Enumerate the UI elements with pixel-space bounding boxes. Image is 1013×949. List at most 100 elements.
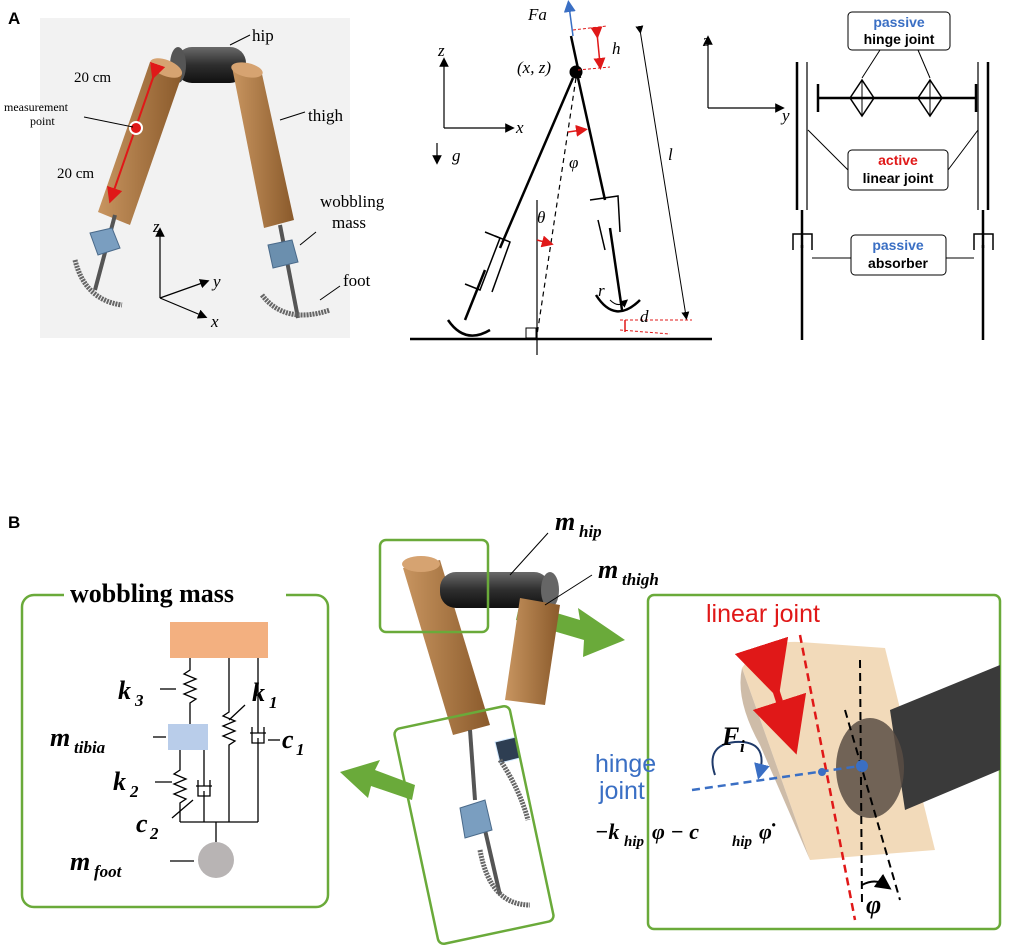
panel-b-letter: B xyxy=(8,513,20,532)
theta-angle-label: θ xyxy=(537,208,545,227)
svg-text:2: 2 xyxy=(129,782,139,801)
svg-text:c: c xyxy=(136,809,148,838)
wobbling-label-1: wobbling xyxy=(320,192,385,211)
foot-offset-label: d xyxy=(640,307,649,326)
measurement-label-1: measurement xyxy=(4,100,69,114)
svg-text:2: 2 xyxy=(149,824,159,843)
svg-text:hip: hip xyxy=(579,522,602,541)
force-fi-arrow xyxy=(734,636,807,755)
phi-angle-label: φ xyxy=(569,153,578,172)
joint-detail-panel xyxy=(646,593,1002,931)
hinge-joint-box xyxy=(847,11,951,51)
m-tibia-label: m tibia xyxy=(50,723,106,757)
left-leg-upper xyxy=(498,77,575,249)
hinge-kw: passive xyxy=(873,14,925,30)
detail-hip-cylinder xyxy=(890,665,1000,810)
right-foot xyxy=(260,293,331,318)
absorber-box xyxy=(850,234,947,276)
center-wobbling-mass xyxy=(459,799,493,839)
center-right-thigh xyxy=(505,598,560,705)
wobbling-label-2: mass xyxy=(332,213,366,232)
leg-length-label: l xyxy=(668,145,673,164)
detail-phi-label: φ xyxy=(866,890,881,919)
absorber-label: absorber xyxy=(868,255,928,271)
svg-text:k: k xyxy=(252,678,265,707)
m-thigh-label: m thigh xyxy=(598,555,659,589)
top-block xyxy=(170,622,268,658)
hinge-label-2: joint xyxy=(598,777,645,805)
robot-axis-x xyxy=(159,297,208,319)
hip-torque-label: −k hip φ − c hip φ̇ xyxy=(595,819,776,850)
svg-text:1: 1 xyxy=(269,693,278,712)
k2-label: k 2 xyxy=(113,767,139,801)
linear-kw: active xyxy=(878,152,918,168)
m-foot-label: m foot xyxy=(70,847,123,881)
svg-text:k: k xyxy=(113,767,126,796)
hinge-center-point xyxy=(856,760,868,772)
fa-label: Fa xyxy=(527,5,547,24)
fi-label: F i xyxy=(721,722,745,756)
right-shin xyxy=(278,224,300,319)
svg-text:F: F xyxy=(721,722,739,751)
dimension-lower-label: 20 cm xyxy=(57,166,94,182)
xz-label: (x, z) xyxy=(517,58,551,77)
right-hinge-symbol xyxy=(917,78,943,118)
tibia-block xyxy=(168,724,208,750)
measurement-point-marker xyxy=(129,121,143,135)
joint-axis-z-label: z xyxy=(702,31,710,50)
svg-text:foot: foot xyxy=(94,862,123,881)
hip-cylinder xyxy=(176,47,246,83)
c2-label: c 2 xyxy=(136,809,159,843)
wobbling-mass-panel xyxy=(20,580,330,909)
robot-3d-illustration xyxy=(40,18,350,338)
hinge-label-1: hinge xyxy=(595,750,656,778)
kin-axis-x-label: x xyxy=(515,118,524,137)
hinge-joint-axis xyxy=(691,764,861,792)
svg-text:c: c xyxy=(282,725,294,754)
kinematic-diagram xyxy=(410,0,712,355)
right-wobbling-mass xyxy=(267,239,299,269)
svg-text:1: 1 xyxy=(296,740,305,759)
svg-text:m: m xyxy=(50,723,70,752)
svg-text:thigh: thigh xyxy=(622,570,659,589)
robot-axis-x-label: x xyxy=(210,312,219,331)
svg-text:m: m xyxy=(70,847,90,876)
left-wobbling-mass xyxy=(89,227,121,256)
joint-schematic xyxy=(703,11,994,340)
wobbling-title: wobbling mass xyxy=(70,579,234,608)
k3-label: k 3 xyxy=(118,676,144,710)
svg-text:m: m xyxy=(555,507,575,536)
k1-label: k 1 xyxy=(252,678,278,712)
foot-label: foot xyxy=(343,271,371,290)
svg-text:3: 3 xyxy=(134,691,144,710)
panel-a-letter: A xyxy=(8,9,20,28)
svg-text:hip: hip xyxy=(624,834,645,850)
dimension-upper-label: 20 cm xyxy=(74,70,111,86)
gravity-label: g xyxy=(452,146,461,165)
linear-joint-axis xyxy=(798,634,857,921)
hinge-joint-label: hinge joint xyxy=(864,31,935,47)
m-hip-label: m hip xyxy=(555,507,602,541)
svg-text:k: k xyxy=(118,676,131,705)
thigh-label: thigh xyxy=(308,106,343,125)
robot-3d-center xyxy=(378,532,593,945)
measurement-label-2: point xyxy=(30,114,55,128)
svg-text:φ − c: φ − c xyxy=(652,819,699,844)
absorber-kw: passive xyxy=(872,237,924,253)
svg-text:−k: −k xyxy=(595,819,619,844)
linear-joint-title: linear joint xyxy=(706,600,820,628)
fa-arrow xyxy=(563,0,576,37)
right-leg-upper xyxy=(576,77,607,201)
left-foot xyxy=(72,259,123,308)
robot-axis-z-label: z xyxy=(152,217,160,236)
center-left-thigh xyxy=(403,560,490,735)
right-thigh xyxy=(232,67,294,228)
joint-axis-y-label: y xyxy=(780,106,790,125)
hip-label: hip xyxy=(252,26,274,45)
kin-axis-z-label: z xyxy=(437,41,445,60)
svg-text:tibia: tibia xyxy=(74,738,106,757)
h-label: h xyxy=(612,39,621,58)
c1-label: c 1 xyxy=(282,725,305,759)
arrow-to-wobbling xyxy=(340,760,415,800)
